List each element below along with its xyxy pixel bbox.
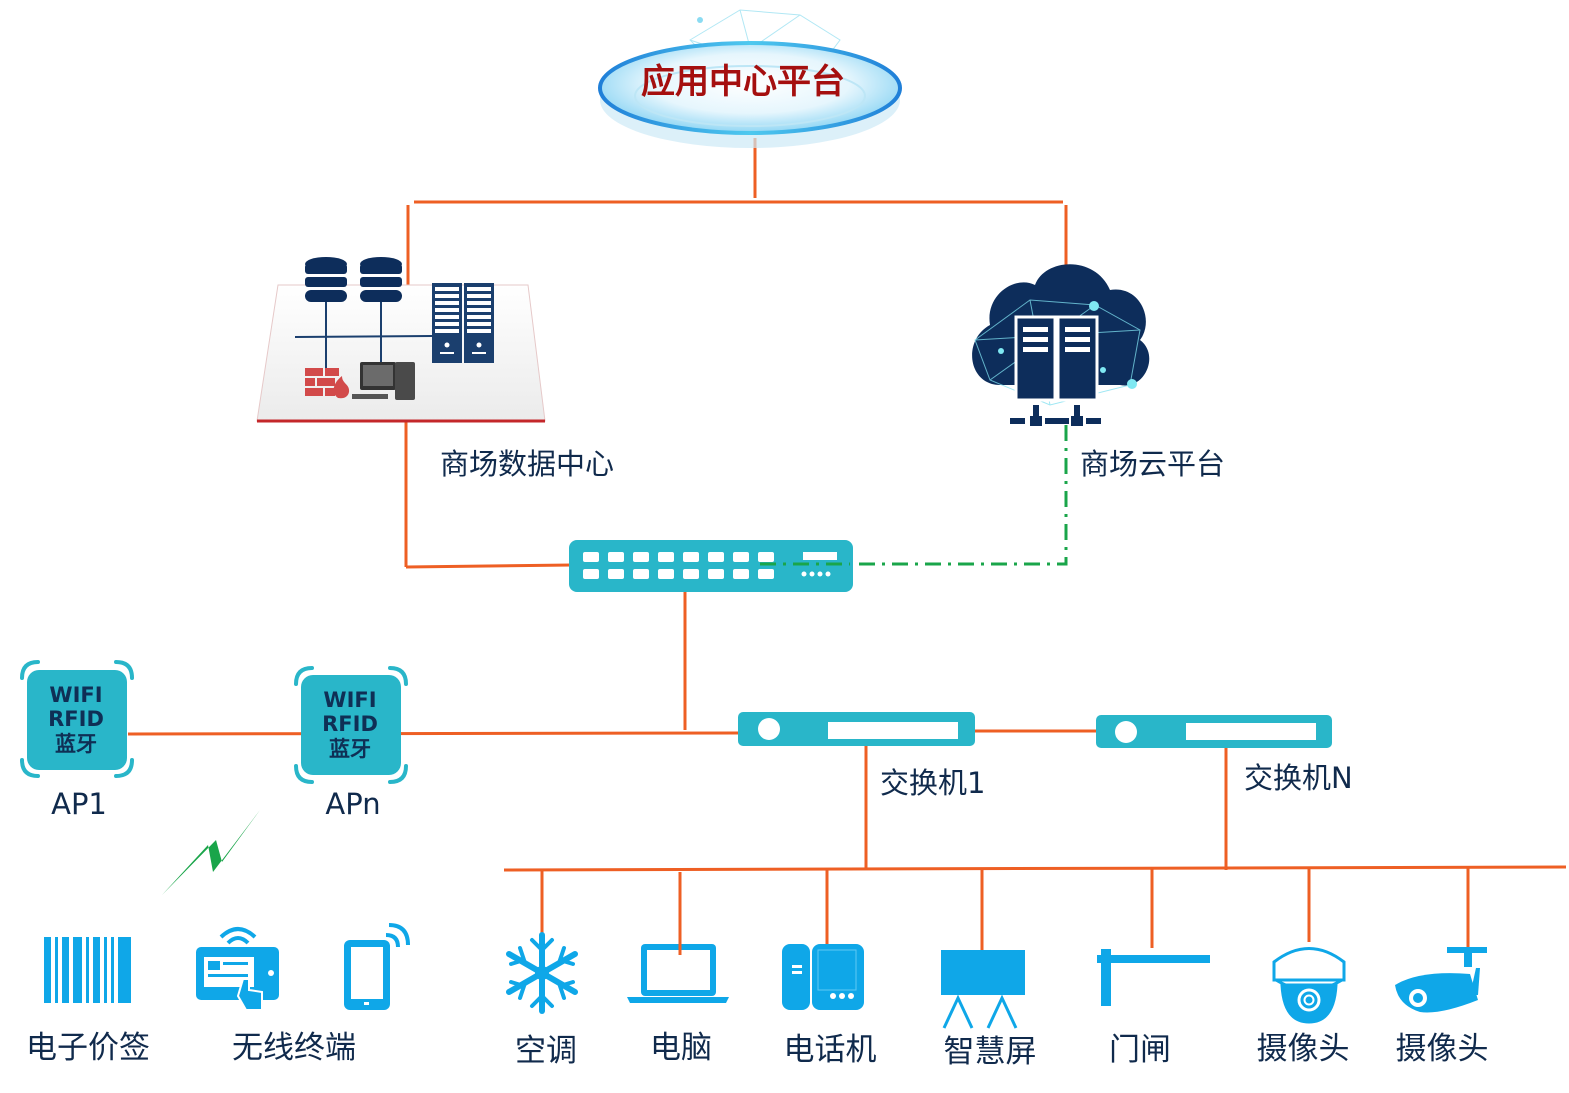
ap1-line-rfid: RFID — [48, 707, 104, 731]
ethernet-port — [608, 569, 624, 579]
switch-n: 交换机N — [1096, 715, 1353, 795]
ap1-label: AP1 — [51, 787, 107, 821]
ap1-line-bluetooth: 蓝牙 — [55, 732, 97, 756]
device-label-gate: 门闸 — [1109, 1032, 1171, 1068]
ap-bracket-icon — [20, 660, 134, 778]
barcode-icon — [44, 937, 131, 1003]
wireless-terminal-label: 无线终端 — [232, 1030, 356, 1066]
switch-1-label: 交换机1 — [880, 766, 985, 800]
device-label-air-conditioner: 空调 — [515, 1033, 577, 1069]
device-telephone: 电话机 — [782, 944, 877, 1068]
ethernet-port — [658, 552, 674, 562]
device-label-computer: 电脑 — [650, 1030, 712, 1066]
apn-label: APn — [325, 787, 380, 821]
ethernet-port — [708, 552, 724, 562]
device-computer: 电脑 — [627, 944, 729, 1066]
snowflake-center — [535, 966, 549, 980]
cloud-platform: 商场云平台 — [972, 264, 1225, 481]
platform-disc-inner-ring — [634, 65, 866, 127]
server-rack-icon — [432, 283, 494, 363]
switch-1-led — [758, 718, 780, 740]
switch-n-label: 交换机N — [1244, 761, 1353, 795]
switch-n-panel — [1186, 723, 1316, 740]
core-switch-leds — [801, 571, 831, 577]
device-label-telephone: 电话机 — [784, 1032, 877, 1068]
phone-icon — [782, 944, 864, 1010]
application-platform: 应用中心平台 — [598, 9, 902, 148]
device-dome-camera: 摄像头 — [1257, 947, 1350, 1067]
mobile-phone-icon — [344, 923, 410, 1010]
desktop-computer-icon — [352, 362, 415, 400]
lan-lines — [294, 302, 433, 372]
core-switch-ports — [583, 552, 774, 579]
device-bullet-camera: 摄像头 — [1395, 947, 1489, 1067]
laptop-icon — [627, 944, 729, 1003]
ethernet-port — [758, 569, 774, 579]
switch-1-panel — [828, 722, 958, 739]
wireless-lightning-icon — [162, 810, 260, 895]
apn-line-bluetooth: 蓝牙 — [329, 737, 371, 761]
ap1-line-wifi: WIFI — [49, 683, 102, 707]
switch-n-led — [1115, 721, 1137, 743]
wire-datacenter-to-core — [405, 563, 573, 569]
apn-line-wifi: WIFI — [323, 688, 376, 712]
device-air-conditioner: 空调 — [506, 932, 578, 1069]
electronic-price-tag: 电子价签 — [26, 937, 150, 1066]
database-icon — [305, 257, 347, 302]
data-center-floor — [256, 284, 546, 422]
switch-1: 交换机1 — [738, 712, 985, 800]
ethernet-port — [633, 552, 649, 562]
wire-cloud-to-core-dashed — [760, 425, 1068, 566]
platform-disc — [598, 41, 902, 135]
ethernet-port — [683, 552, 699, 562]
gate-barrier-icon — [1097, 949, 1210, 1006]
data-center-label: 商场数据中心 — [440, 447, 614, 481]
smart-screen-icon — [941, 950, 1025, 1029]
wireless-terminal: 无线终端 — [196, 923, 410, 1066]
ethernet-port — [708, 569, 724, 579]
ethernet-port — [583, 552, 599, 562]
access-point-apn: WIFI RFID 蓝牙 APn — [294, 666, 408, 821]
platform-title: 应用中心平台 — [641, 62, 845, 102]
core-switch — [569, 540, 853, 592]
device-label-dome-camera: 摄像头 — [1257, 1031, 1350, 1067]
ethernet-port — [733, 552, 749, 562]
ethernet-port — [583, 569, 599, 579]
cloud-label: 商场云平台 — [1080, 447, 1225, 481]
ap1-body — [27, 670, 127, 770]
ethernet-port — [758, 552, 774, 562]
database-icon — [360, 257, 402, 302]
device-label-smart-screen: 智慧屏 — [944, 1034, 1037, 1070]
ap-bracket-icon — [294, 666, 408, 784]
tablet-touch-icon — [196, 927, 279, 1011]
firewall-icon — [305, 368, 350, 399]
wire-ap-bus — [127, 731, 741, 736]
bullet-camera-icon — [1395, 947, 1487, 1013]
device-smart-screen: 智慧屏 — [941, 950, 1037, 1070]
device-label-bullet-camera: 摄像头 — [1396, 1031, 1489, 1067]
ethernet-port — [658, 569, 674, 579]
device-gate: 门闸 — [1097, 949, 1210, 1068]
cloud-server-icon — [1010, 315, 1101, 426]
apn-line-rfid: RFID — [322, 712, 378, 736]
ethernet-port — [733, 569, 749, 579]
apn-body — [301, 675, 401, 775]
core-switch-display — [803, 552, 837, 560]
dome-camera-icon — [1272, 947, 1346, 1024]
price-tag-label: 电子价签 — [26, 1030, 150, 1066]
ethernet-port — [683, 569, 699, 579]
ethernet-port — [608, 552, 624, 562]
access-point-ap1: WIFI RFID 蓝牙 AP1 — [20, 660, 134, 821]
wires — [127, 138, 1567, 955]
wire-device-bus — [503, 865, 1567, 872]
data-center: 商场数据中心 — [256, 257, 614, 481]
ethernet-port — [633, 569, 649, 579]
